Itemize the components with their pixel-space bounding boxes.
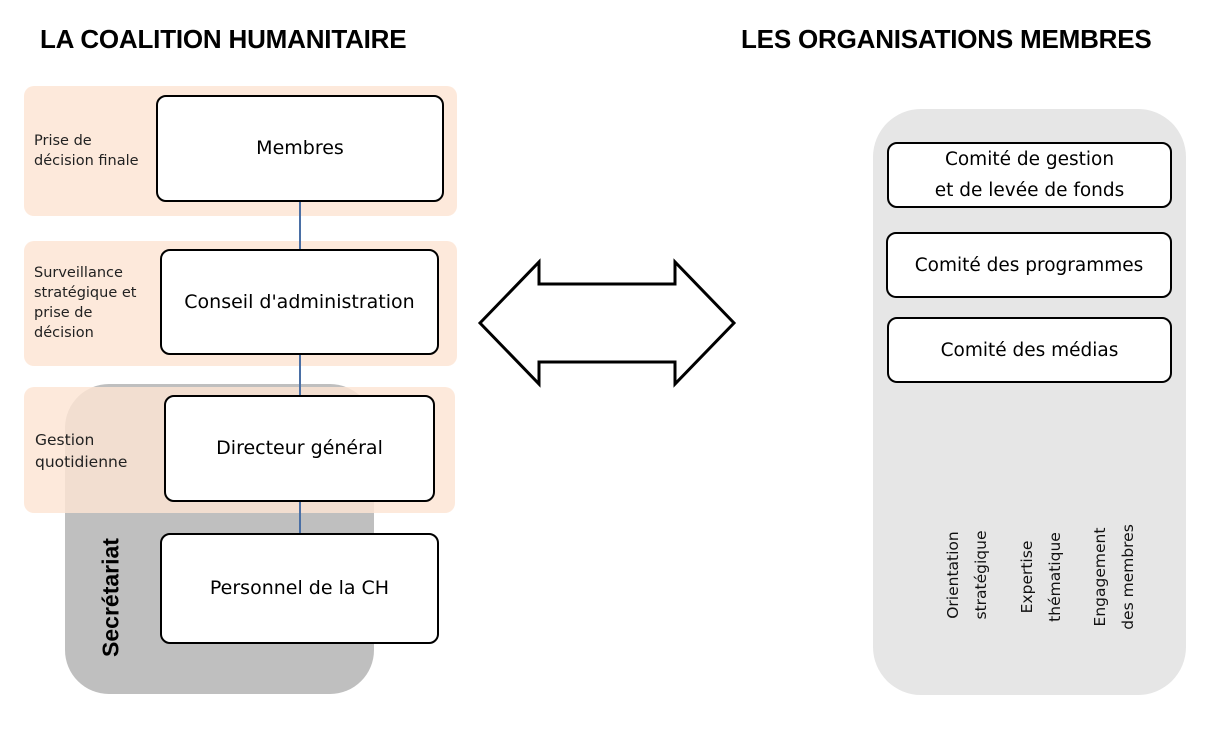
members-box: Membres: [156, 95, 444, 202]
secretariat-label: Secrétariat: [97, 538, 124, 657]
media-committee-box: Comité des médias: [887, 317, 1172, 383]
contribution-thematic-expertise: Expertise thématique: [1018, 532, 1064, 622]
connector-line: [299, 501, 301, 536]
member-organisations-heading: LES ORGANISATIONS MEMBRES: [741, 24, 1152, 54]
level-label-final-decision: Prise de décision finale: [34, 133, 139, 169]
contribution-strategic-orientation: Orientation stratégique: [944, 530, 990, 620]
level-label-daily-management: Gestion quotidienne: [35, 431, 128, 471]
board-box: Conseil d'administration: [160, 249, 439, 355]
double-headed-arrow-icon: [477, 258, 737, 388]
director-general-box: Directeur général: [164, 395, 435, 502]
contribution-member-engagement: Engagement des membres: [1091, 524, 1137, 630]
connector-line: [299, 354, 301, 397]
coalition-heading: LA COALITION HUMANITAIRE: [40, 24, 407, 54]
management-fundraising-committee-box: Comité de gestion et de levée de fonds: [887, 142, 1172, 208]
connector-line: [299, 201, 301, 251]
staff-box: Personnel de la CH: [160, 533, 439, 644]
level-label-oversight: Surveillance stratégique et prise de déc…: [34, 265, 137, 341]
programmes-committee-box: Comité des programmes: [886, 232, 1172, 298]
